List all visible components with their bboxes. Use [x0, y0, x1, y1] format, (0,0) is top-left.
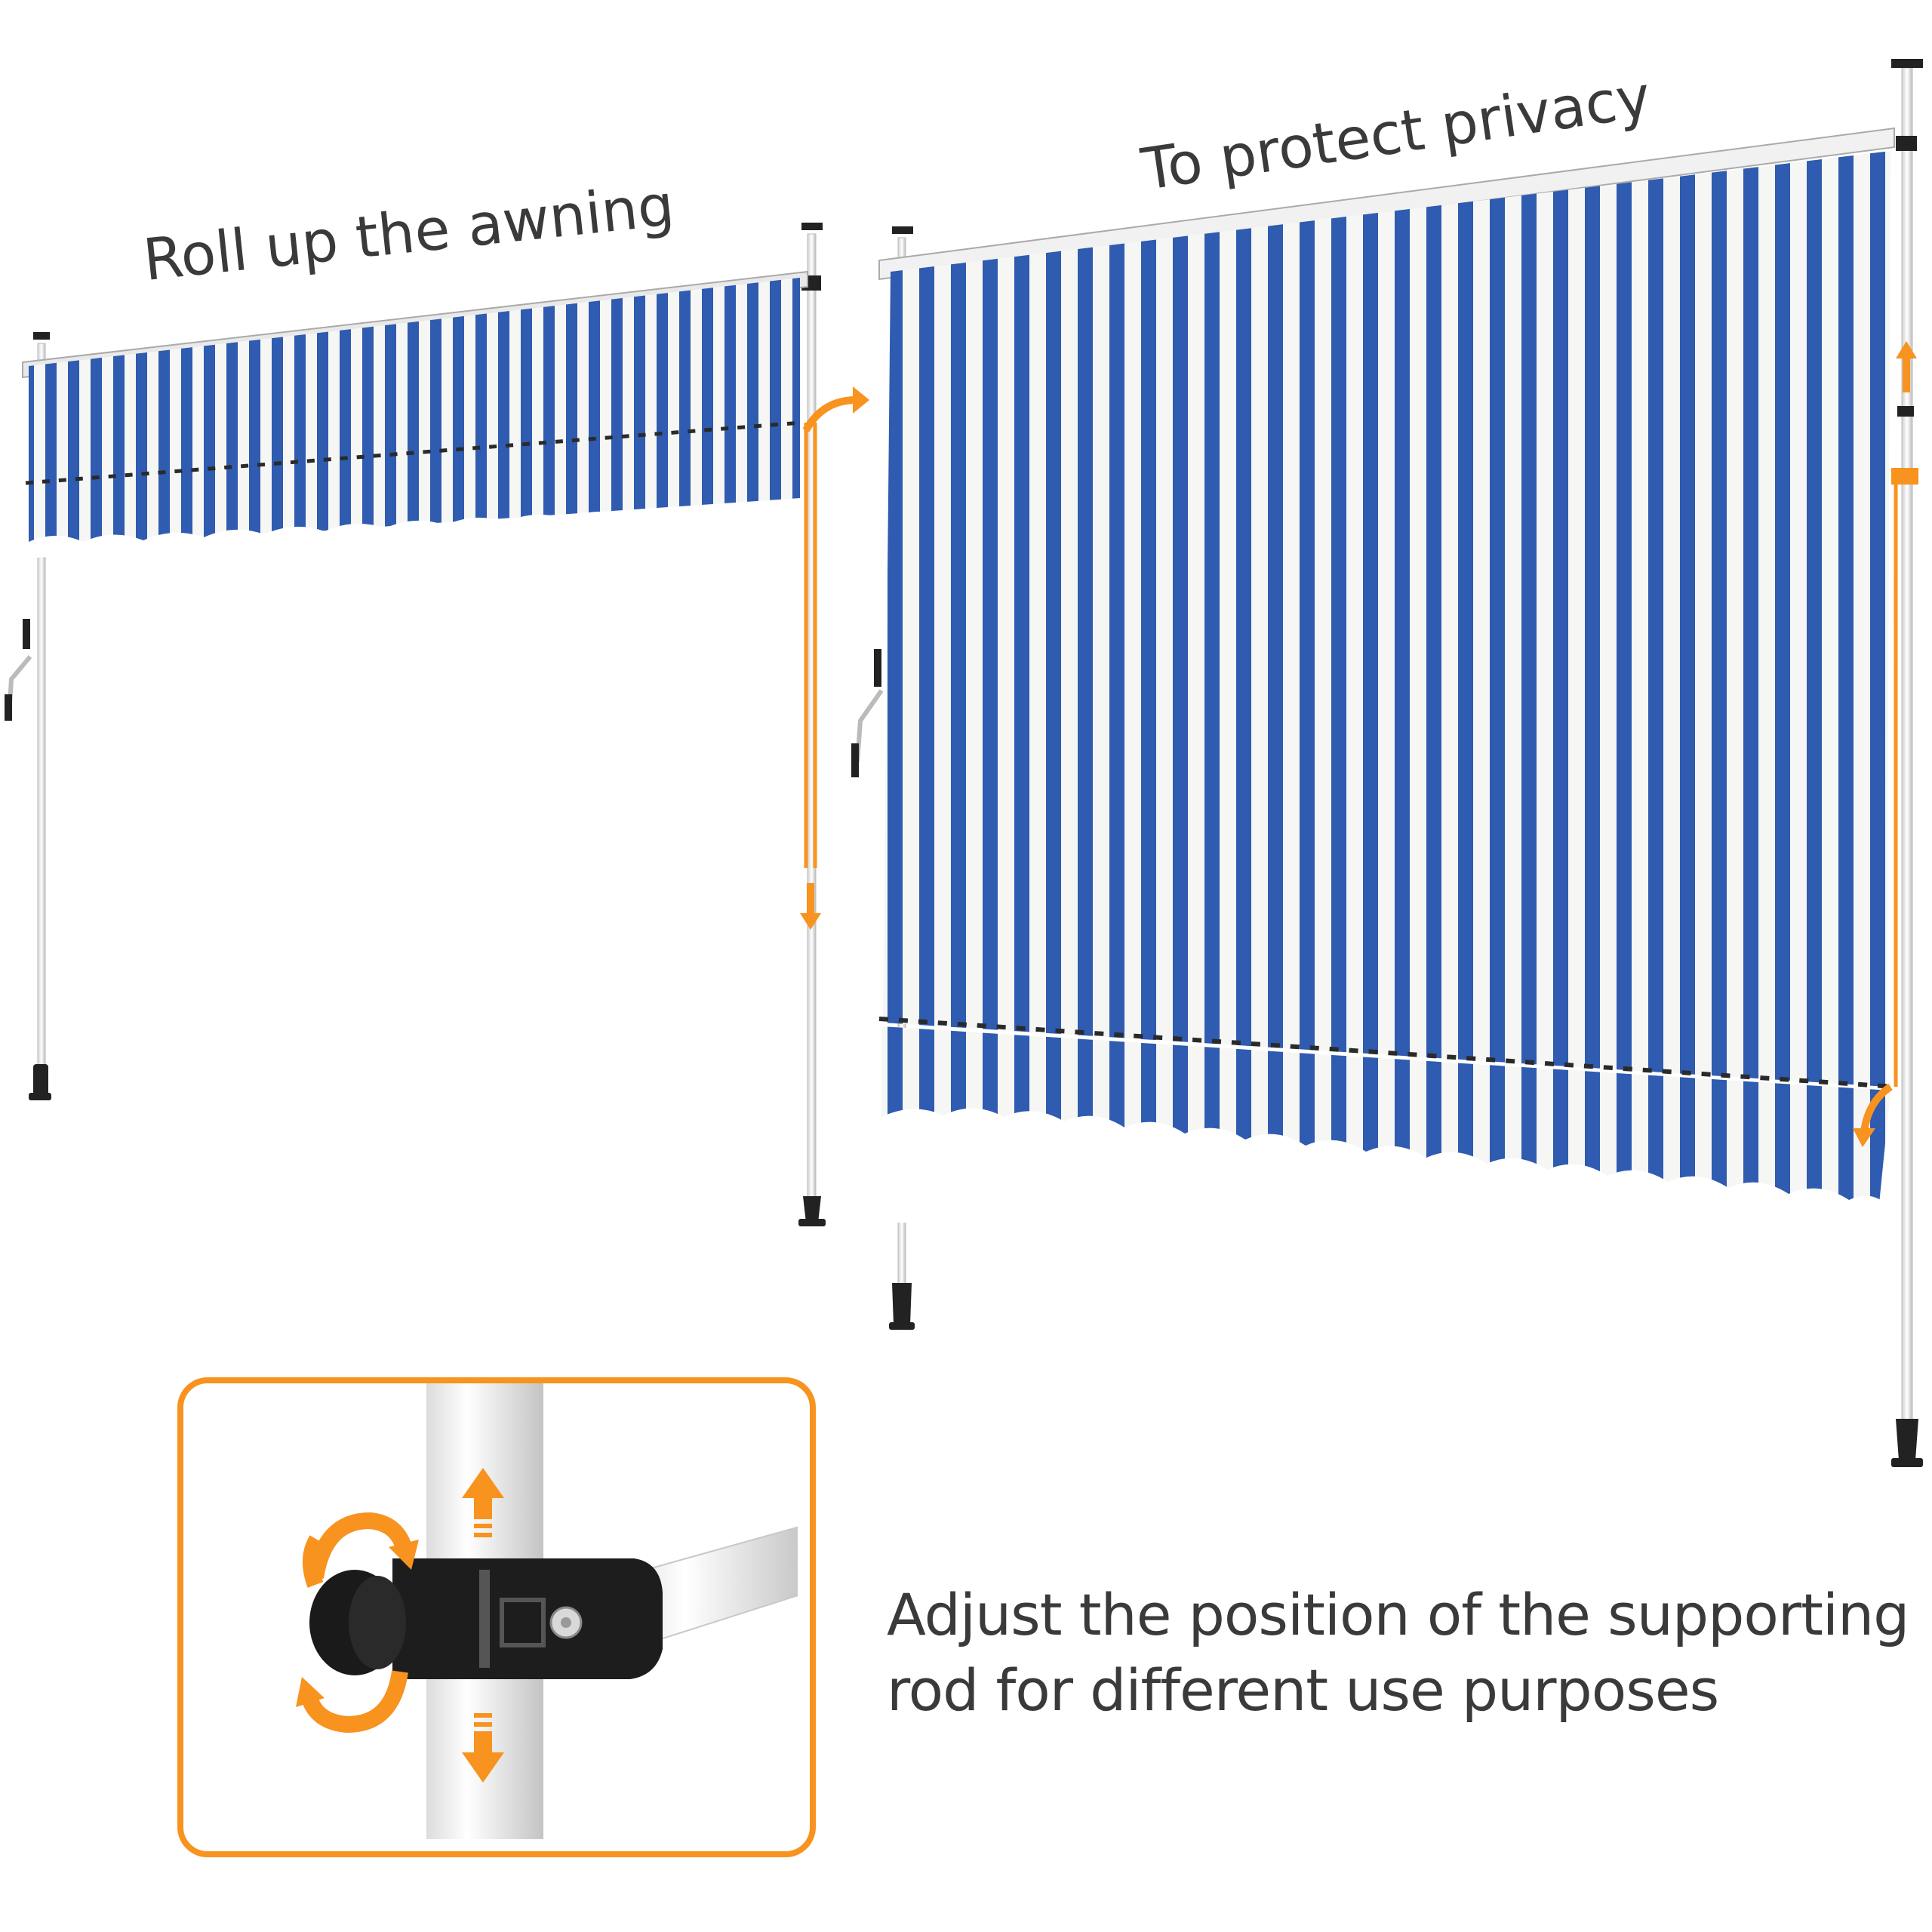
caption-adjust-line1: Adjust the position of the supporting [887, 1581, 1909, 1648]
privacy-fabric [883, 151, 1890, 1087]
privacy-awning [851, 59, 1923, 1467]
arrow-up-icon [1896, 341, 1917, 392]
arrow-up-icon [462, 1468, 504, 1537]
clamp-detail [296, 1383, 798, 1839]
curved-arrow-icon [1860, 1083, 1893, 1133]
right-pole [1901, 67, 1913, 1450]
rolled-fabric [29, 278, 800, 551]
rolled-awning [5, 223, 869, 1226]
caption-adjust-line2: rod for different use purposes [887, 1657, 1719, 1724]
caption-adjust: Adjust the position of the supporting ro… [887, 1577, 1909, 1728]
arrow-down-icon [800, 883, 821, 930]
detail-inset-frame [177, 1377, 816, 1857]
rotate-arrows-icon [296, 1512, 419, 1734]
arrow-down-icon [462, 1713, 504, 1783]
curved-arrow-icon [802, 396, 857, 432]
